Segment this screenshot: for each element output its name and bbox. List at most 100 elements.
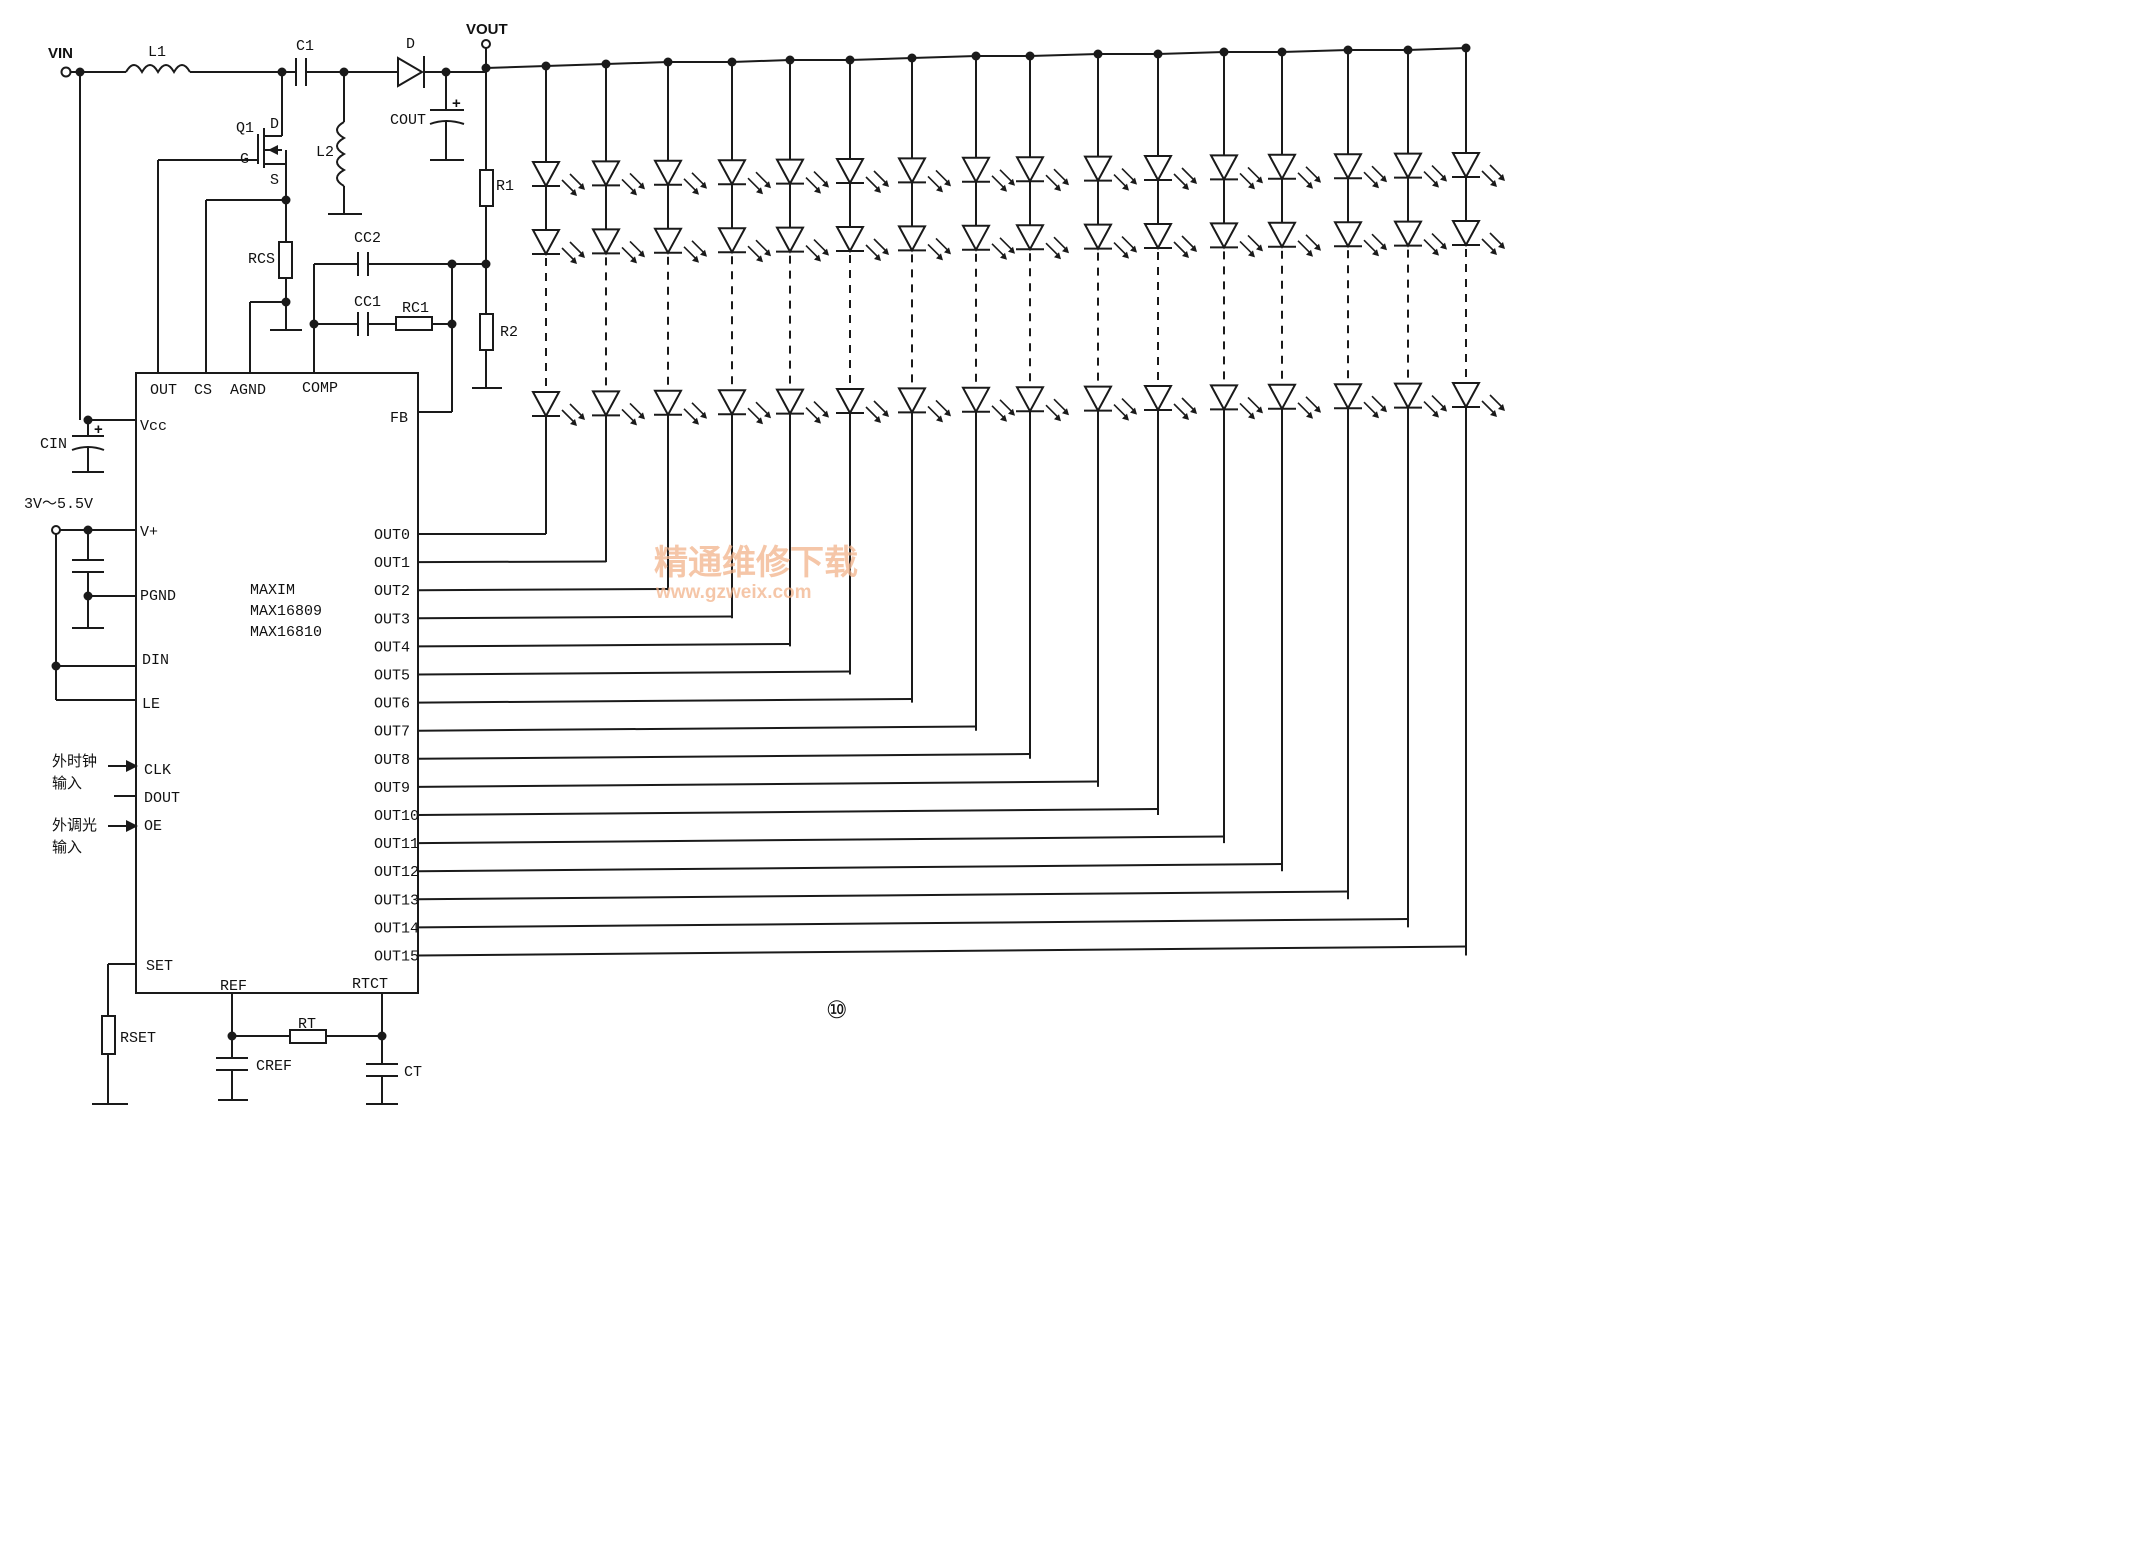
led-icon [961,156,1015,192]
pin-out-1: OUT1 [374,555,410,572]
pin-out-14: OUT14 [374,920,419,937]
ic-part-2: MAX16810 [250,624,322,641]
resistor-rset [101,1015,116,1055]
cc2-label: CC2 [354,230,381,247]
supply-terminal [51,525,61,535]
q1-source-label: S [270,172,279,189]
pin-cs: CS [194,382,212,399]
led-string-12 [417,47,1321,873]
capacitor-cout: + [429,72,465,161]
boost-converter-section: VIN L1 C1 D VOUT [48,21,518,413]
capacitor-c1 [295,58,307,86]
resistor-rc1 [395,316,433,331]
led-icon [1333,221,1387,257]
pin-oe: OE [144,818,162,835]
led-string-5 [417,55,889,676]
led-icon [961,224,1015,260]
timing-section: RSET CREF RT CT [92,963,422,1105]
led-icon [775,158,829,194]
pin-out-5: OUT5 [374,668,410,685]
led-icon [531,391,585,426]
led-string-9 [417,49,1137,788]
oe-input-label-1: 外调光 [52,816,97,834]
svg-text:+: + [452,95,461,112]
diode-d [397,56,425,88]
led-icon [1083,385,1137,421]
mosfet-q1 [158,72,287,198]
led-icon [1267,153,1321,189]
pin-comp: COMP [302,380,338,397]
cref-label: CREF [256,1058,292,1075]
output-wire-5 [417,670,851,676]
led-icon [1083,155,1137,191]
led-string-14 [417,45,1447,929]
figure-number: ⑩ [826,996,848,1024]
r1-label: R1 [496,178,514,195]
led-icon [1393,152,1447,188]
led-icon [1267,221,1321,257]
inductor-l2 [336,121,347,187]
output-wire-1 [417,560,607,564]
capacitor-cin: + [71,420,105,473]
led-icon [1333,153,1387,189]
led-icon [653,227,707,263]
pin-out-11: OUT11 [374,836,419,853]
led-icon [1143,385,1197,420]
resistor-r2 [479,313,494,351]
watermark-url: www.gzweix.com [655,582,812,603]
capacitor-cc1 [357,312,369,336]
pin-out-9: OUT9 [374,780,410,797]
cc1-label: CC1 [354,294,381,311]
rt-label: RT [298,1016,316,1033]
led-icon [1015,386,1069,422]
led-icon [717,227,771,263]
pin-set: SET [146,958,173,975]
led-string-10 [417,49,1197,816]
oe-input-label-2: 输入 [52,838,82,856]
output-wire-13 [417,890,1349,901]
led-icon [531,229,585,264]
led-icon [961,386,1015,422]
ic-part-1: MAX16809 [250,603,322,620]
output-wire-8 [417,753,1031,760]
vout-label: VOUT [466,21,508,38]
clk-arrow-icon [126,760,138,772]
led-icon [1451,220,1505,255]
pin-rtct: RTCT [352,976,388,993]
pin-le: LE [142,696,160,713]
led-icon [835,226,889,261]
led-icon [1209,384,1263,420]
led-icon [897,387,951,423]
led-icon [591,228,645,264]
led-string-3 [417,57,771,620]
led-icon [1209,222,1263,258]
vin-label: VIN [48,45,73,62]
pin-pgnd: PGND [140,588,176,605]
led-icon [835,388,889,423]
led-icon [1267,383,1321,419]
led-icon [591,160,645,196]
output-wire-15 [417,945,1467,957]
supply-section: + CIN 3V～5.5V [24,72,136,701]
pin-din: DIN [142,652,169,669]
vin-terminal [60,66,72,78]
pin-ref: REF [220,978,247,995]
led-icon [775,226,829,262]
external-inputs: 外时钟 输入 外调光 输入 [52,752,138,856]
pin-vcc: Vcc [140,418,167,435]
clk-input-label-1: 外时钟 [52,752,97,770]
led-string-7 [417,51,1015,732]
q1-label: Q1 [236,120,254,137]
output-wire-7 [417,725,977,732]
pin-clk: CLK [144,762,171,779]
led-icon [835,158,889,193]
led-string-0 [418,61,585,535]
led-string-11 [417,47,1263,845]
output-wire-14 [417,918,1409,929]
vout-terminal [481,39,491,49]
led-icon [775,388,829,424]
led-icon [897,157,951,193]
led-string-1 [417,59,645,564]
q1-gate-label: G [240,151,249,168]
led-string-8 [417,51,1069,760]
